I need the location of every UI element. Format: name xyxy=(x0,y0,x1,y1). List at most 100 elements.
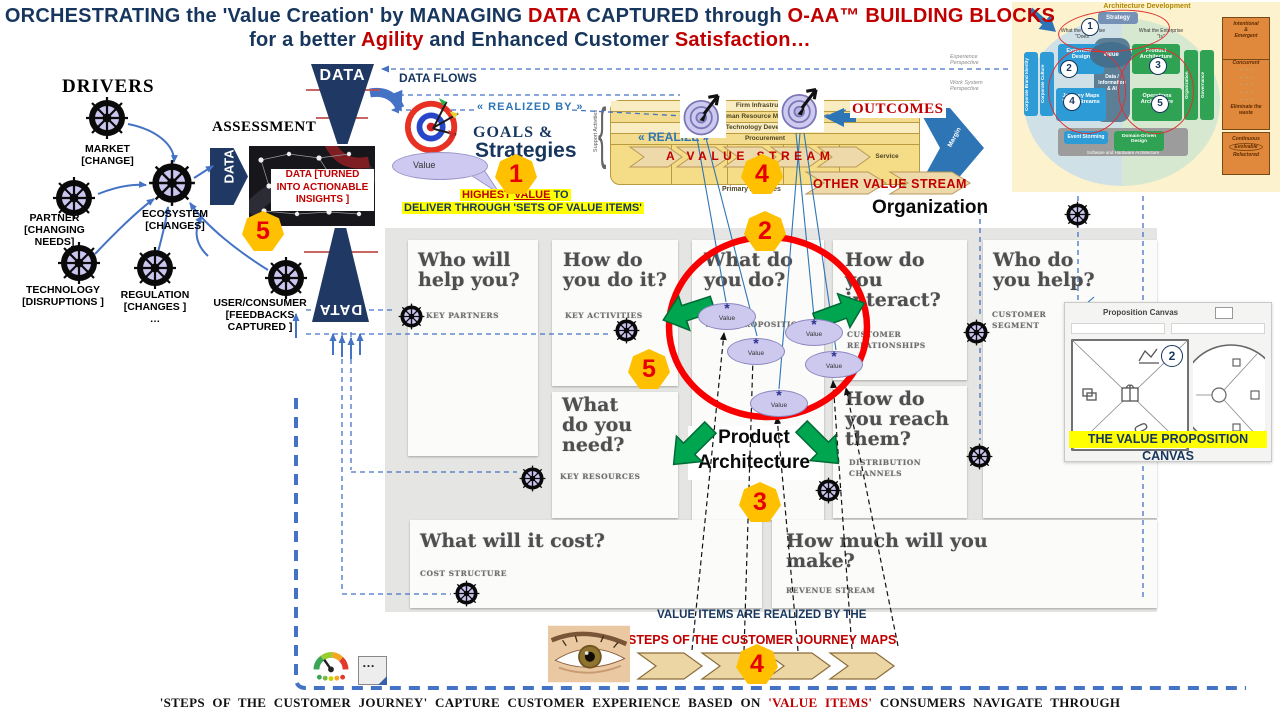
bmc-kr-question: What do you need? xyxy=(562,394,633,456)
highlight-line1: HIGHEST VALUE TO xyxy=(460,189,571,201)
oaa-red-ellipse-2 xyxy=(1048,48,1126,134)
oaa-number-5: 5 xyxy=(1151,95,1169,113)
technology-wheel-icon xyxy=(57,241,101,285)
bmc-kr-label: KEY RESOURCES xyxy=(560,472,641,481)
page-subtitle: for a better Agility and Enhanced Custom… xyxy=(249,29,811,51)
regulation-wheel-icon xyxy=(133,246,177,290)
oaa-intentional-box: Intentional & Emergent xyxy=(1222,17,1270,60)
oaa-number-4: 4 xyxy=(1063,93,1081,111)
bmc-cost-label: COST STRUCTURE xyxy=(420,569,507,578)
note-fold xyxy=(378,676,387,685)
chain-service-label: Service xyxy=(875,153,899,160)
realized-by-label: « REALIZED BY » xyxy=(477,101,584,113)
oaa-is-label: What the Enterprise "Is" xyxy=(1138,28,1184,40)
vpc-field-left xyxy=(1071,323,1165,334)
bmc-ka-question: How do you do it? xyxy=(563,249,667,291)
technology-label: TECHNOLOGY [DISRUPTIONS ] xyxy=(22,284,104,309)
title-seg-data: DATA xyxy=(527,5,581,27)
bmc-revenue-card xyxy=(772,520,1157,608)
user-consumer-label: USER/CONSUMER [FEEDBACKS CAPTURED ] xyxy=(213,297,307,334)
strategies-heading: Strategies xyxy=(475,139,577,162)
value-item-bubble: *Value xyxy=(750,387,808,417)
user-wheel-icon xyxy=(264,256,308,300)
value-item-bubble: *Value xyxy=(805,348,863,378)
title-seg-oaa: O-AA™ BUILDING BLOCKS xyxy=(787,5,1056,27)
value-item-bubble: *Value xyxy=(698,300,756,330)
market-wheel-icon xyxy=(85,96,129,140)
key-partners-wheel-icon xyxy=(398,303,425,330)
channels-right-wheel-icon xyxy=(966,443,993,470)
vpc-title-banner: THE VALUE PROPOSITION CANVAS xyxy=(1069,431,1267,463)
key-resources-wheel-icon xyxy=(519,465,546,492)
bmc-key-partners-card xyxy=(408,240,538,456)
bmc-cost-question: What will it cost? xyxy=(420,530,605,552)
driver-flow-arrows xyxy=(94,123,364,359)
partner-label: PARTNER [CHANGING NEEDS] xyxy=(24,212,85,249)
concurrent-arrows: → → → → → → → → → → → → → → → xyxy=(1237,66,1255,102)
value-callout-ellipse: Value xyxy=(392,152,488,180)
segment-wheel-icon xyxy=(963,319,990,346)
chain-row-procurement: Procurement xyxy=(611,134,919,145)
bmc-kp-label: KEY PARTNERS xyxy=(426,311,500,320)
market-label: MARKET [CHANGE] xyxy=(81,143,134,168)
channels-wheel-icon xyxy=(815,477,842,504)
oaa-concurrent-box: Concurrent → → → → → → → → → → → → → → →… xyxy=(1222,59,1270,130)
outcomes-label: OUTCOMES xyxy=(850,101,946,118)
value-stream-target-icon xyxy=(680,92,726,138)
oaa-number-3: 3 xyxy=(1149,57,1167,75)
chain-margin-arrow xyxy=(918,108,984,188)
oaa-number-2: 2 xyxy=(1060,60,1078,78)
value-stream-chevrons xyxy=(628,146,971,195)
gauge-icon xyxy=(313,650,349,683)
bmc-channels-card xyxy=(833,386,967,518)
oaa-title: Architecture Development xyxy=(1103,3,1191,10)
value-item-bubble: *Value xyxy=(785,316,843,346)
oaa-red-ellipse-3 xyxy=(1118,48,1194,134)
value-proposition-canvas: Proposition Canvas xyxy=(1064,302,1280,463)
cost-wheel-icon xyxy=(453,580,480,607)
oaa-number-1: 1 xyxy=(1081,18,1099,36)
bmc-ka-label: KEY ACTIVITIES xyxy=(565,311,643,320)
bmc-cs-label: CUSTOMER SEGMENT xyxy=(992,310,1047,330)
goals-target-icon xyxy=(404,96,462,156)
oaa-building-blocks-panel: Architecture Development Strategy What t… xyxy=(1012,2,1280,192)
goals-heading: GOALS & xyxy=(473,124,554,141)
bmc-dc-question: How do you reach them? xyxy=(845,388,949,450)
experience-perspective-label: Experience Perspective xyxy=(950,54,979,66)
vpc-header: Proposition Canvas xyxy=(1103,308,1179,317)
funnel-to-target-arrow xyxy=(369,87,405,112)
chain-row-technology: Technology Development xyxy=(611,123,919,134)
bmc-dc-label: DISTRIBUTION CHANNELS xyxy=(849,458,922,478)
assessment-label: ASSESSMENT xyxy=(212,119,317,135)
vpc-logo xyxy=(1215,307,1233,319)
journey-to-value-lines xyxy=(691,332,899,652)
ecosystem-wheel-icon xyxy=(148,159,196,207)
oaa-brand-box: Corporate Brand Identity xyxy=(1024,52,1038,116)
chain-row-hr: Human Resource Management xyxy=(611,112,919,123)
title-seg: ORCHESTRATING the 'Value Creation' by MA… xyxy=(4,5,528,27)
oaa-software-bar: Software and Hardware Architecture Event… xyxy=(1058,128,1188,156)
vpc-number-2: 2 xyxy=(1161,345,1183,367)
oaa-strategy-box: Strategy xyxy=(1098,12,1138,24)
comment-note-icon: … xyxy=(358,655,387,685)
regulation-label: REGULATION [CHANGES ] … xyxy=(120,289,190,326)
work-system-perspective-label: Work System Perspective xyxy=(950,80,983,92)
journey-steps-line: STEPS OF THE CUSTOMER JOURNEY MAPS xyxy=(628,633,897,647)
partner-wheel-icon xyxy=(52,176,96,220)
value-stream-label: A VALUE STREAM xyxy=(666,149,835,163)
value-stream-target-icon xyxy=(778,86,824,132)
key-activities-wheel-icon xyxy=(613,317,640,344)
other-value-stream-label: OTHER VALUE STREAM xyxy=(813,177,967,191)
organization-label: Organization xyxy=(872,197,989,218)
bmc-cs-question: Who do you help? xyxy=(993,249,1095,291)
page-title: ORCHESTRATING the 'Value Creation' by MA… xyxy=(0,5,1060,28)
value-items-realized-line: VALUE ITEMS ARE REALIZED BY THE xyxy=(657,609,867,621)
chain-row-infrastructure: Firm Infrastructure xyxy=(611,101,919,112)
drivers-heading: DRIVERS xyxy=(62,76,155,97)
outcomes-arrow xyxy=(824,108,856,127)
feedback-loop-dashed-path xyxy=(294,398,1246,690)
highlight-line2: DELIVER THROUGH 'SETS OF VALUE ITEMS' xyxy=(402,202,644,214)
oaa-event-storming-box: Event Storming xyxy=(1064,131,1108,144)
ecosystem-label: ECOSYSTEM [CHANGES] xyxy=(142,208,208,233)
